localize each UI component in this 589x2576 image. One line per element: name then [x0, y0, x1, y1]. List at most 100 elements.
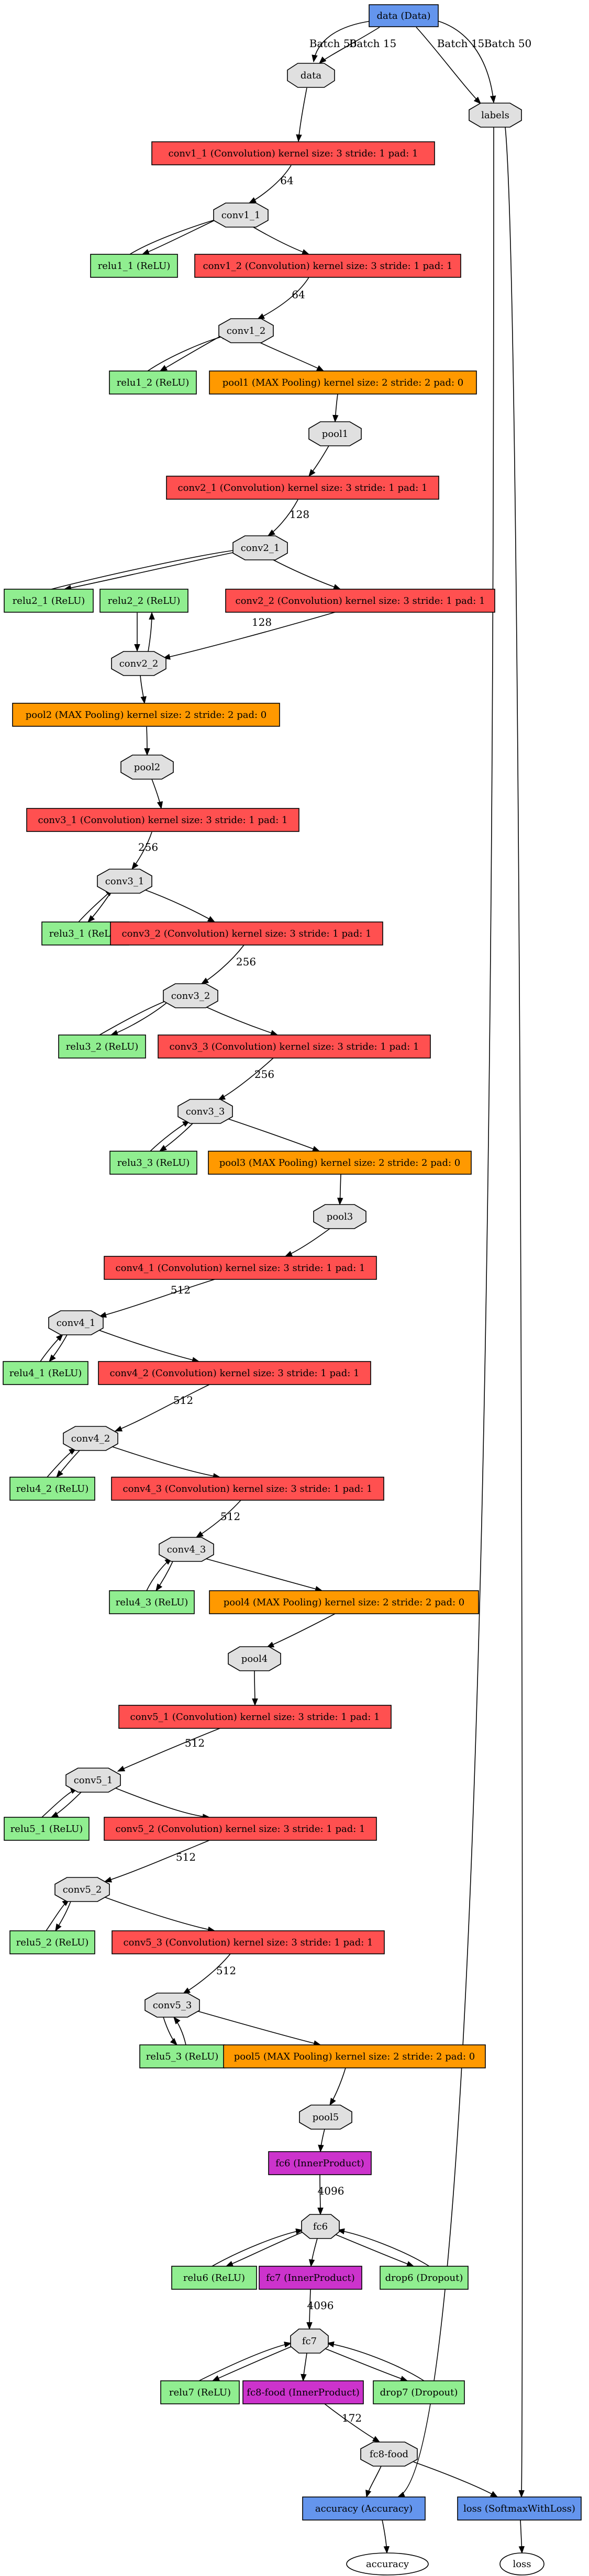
node-conv4-2-l: conv4_2 (Convolution) kernel size: 3 str…	[98, 1361, 371, 1385]
node-pool2: pool2	[120, 755, 174, 780]
node-label: conv3_2	[171, 991, 210, 1002]
edge-relu6-to-fc6	[212, 2228, 304, 2267]
pooling-node-shape	[208, 1151, 472, 1175]
edge-relu3_3-to-conv3_3	[150, 1120, 191, 1152]
edge-relu5_2-to-conv5_2	[46, 1899, 70, 1931]
relu-node-shape	[109, 370, 197, 395]
node-relu3-3: relu3_3 (ReLU)	[109, 1151, 197, 1175]
node-relu1-2: relu1_2 (ReLU)	[109, 370, 197, 395]
accuracy-node-shape	[302, 2496, 426, 2521]
node-label: pool5	[313, 2112, 339, 2123]
blob-node-shape	[163, 983, 218, 1008]
edge-fc8-to-accuracy_l	[365, 2466, 382, 2498]
node-label: conv3_1 (Convolution) kernel size: 3 str…	[38, 815, 287, 826]
edge-conv4_2_l-to-conv4_2	[114, 1384, 210, 1432]
edge-pool5_l-to-pool5	[329, 2067, 346, 2106]
output-blob-node-shape	[346, 2552, 429, 2575]
node-label: conv5_3	[153, 2000, 192, 2011]
node-relu4-3: relu4_3 (ReLU)	[109, 1590, 195, 1614]
node-drop7: drop7 (Dropout)	[373, 2380, 465, 2404]
node-conv1-1-l: conv1_1 (Convolution) kernel size: 3 str…	[151, 141, 435, 165]
node-label: pool1	[322, 429, 348, 440]
blob-node-shape	[65, 1768, 121, 1793]
edge-data_layer-to-data	[318, 27, 380, 64]
edge-relu4_2-to-conv4_2	[47, 1448, 77, 1478]
node-label: relu7 (ReLU)	[169, 2387, 231, 2398]
node-conv1-2: conv1_2	[218, 318, 274, 343]
node-label: relu5_3 (ReLU)	[146, 2051, 219, 2062]
node-label: pool2 (MAX Pooling) kernel size: 2 strid…	[26, 710, 267, 721]
edge-fc7-to-fc8_l	[301, 2353, 307, 2382]
edge-pool1_l-to-pool1	[332, 393, 339, 423]
edge-conv1_2-to-pool1_l	[259, 342, 325, 372]
node-conv2-1: conv2_1	[232, 535, 288, 560]
edge-relu3_2-to-conv3_2	[99, 997, 174, 1036]
pooling-node-shape	[12, 703, 280, 727]
relu-node-shape	[139, 2044, 225, 2068]
node-relu4-1: relu4_1 (ReLU)	[3, 1361, 88, 1385]
loss-node-shape	[457, 2496, 582, 2521]
node-label: relu4_2 (ReLU)	[16, 1483, 89, 1494]
convolution-node-shape	[104, 1256, 377, 1280]
edge-conv4_3-to-pool4_l	[204, 1558, 323, 1592]
edge-label: 512	[185, 1737, 205, 1749]
blob-node-shape	[313, 1204, 366, 1229]
node-label: data	[301, 70, 321, 81]
convolution-node-shape	[166, 476, 439, 500]
node-label: pool2	[134, 762, 160, 773]
edge-conv4_1-to-conv4_2_l	[93, 1328, 200, 1363]
edge-fc6-to-relu6	[225, 2231, 304, 2267]
node-pool3: pool3	[313, 1204, 366, 1229]
edge-conv4_3-to-relu4_3	[155, 1561, 173, 1592]
node-label: conv1_1	[221, 210, 261, 221]
edge-pool2-to-conv3_1_l	[151, 779, 163, 809]
node-label: conv3_1	[105, 876, 145, 887]
edge-conv3_3_l-to-conv3_3	[217, 1058, 274, 1100]
edge-conv3_2-to-conv3_3_l	[206, 1007, 279, 1036]
edge-label: 256	[236, 955, 256, 968]
relu-node-shape	[90, 254, 178, 278]
convolution-node-shape	[98, 1361, 371, 1385]
node-conv3-2: conv3_2	[163, 983, 218, 1008]
node-pool3-l: pool3 (MAX Pooling) kernel size: 2 strid…	[208, 1151, 472, 1175]
node-relu5-2: relu5_2 (ReLU)	[9, 1930, 95, 1954]
edge-label: 4096	[318, 2185, 344, 2197]
node-label: relu1_1 (ReLU)	[98, 261, 171, 272]
edge-conv2_2_l-to-conv2_2	[162, 612, 336, 660]
edge-pool4_l-to-pool4	[266, 1613, 336, 1648]
node-relu6: relu6 (ReLU)	[171, 2266, 257, 2290]
edge-data_layer-to-data	[312, 20, 372, 63]
edge-fc7-to-drop7	[324, 2348, 408, 2382]
node-label: pool4 (MAX Pooling) kernel size: 2 strid…	[224, 1597, 465, 1608]
node-label: data (Data)	[376, 10, 430, 21]
node-label: conv4_2	[71, 1433, 110, 1444]
edge-conv3_3-to-relu3_3	[159, 1123, 193, 1152]
node-conv1-2-l: conv1_2 (Convolution) kernel size: 3 str…	[194, 254, 461, 278]
edge-label: Batch 15	[437, 37, 485, 50]
edge-relu7-to-fc7	[198, 2342, 292, 2381]
edge-relu1_1-to-conv1_1	[129, 216, 224, 255]
node-conv4-1-l: conv4_1 (Convolution) kernel size: 3 str…	[104, 1256, 377, 1280]
blob-node-shape	[290, 2328, 329, 2354]
relu-node-shape	[9, 1930, 95, 1954]
edge-relu3_1-to-conv3_1	[78, 889, 114, 923]
edge-label: 512	[176, 1851, 196, 1863]
inner-product-node-shape	[259, 2266, 362, 2290]
node-label: conv5_1 (Convolution) kernel size: 3 str…	[130, 1712, 380, 1723]
edge-conv1_1-to-relu1_1	[141, 219, 216, 255]
node-label: relu5_1 (ReLU)	[10, 1824, 83, 1835]
blob-node-shape	[299, 2105, 352, 2130]
node-conv2-1-l: conv2_1 (Convolution) kernel size: 3 str…	[166, 476, 439, 500]
node-label: conv1_1 (Convolution) kernel size: 3 str…	[168, 148, 418, 159]
edge-conv5_2_l-to-conv5_2	[104, 1840, 210, 1883]
convolution-node-shape	[26, 808, 299, 832]
convolution-node-shape	[225, 589, 495, 613]
dropout-node-shape	[380, 2266, 469, 2290]
edge-label: 256	[138, 841, 158, 853]
node-label: pool5 (MAX Pooling) kernel size: 2 strid…	[234, 2051, 475, 2062]
node-pool4-l: pool4 (MAX Pooling) kernel size: 2 strid…	[209, 1590, 479, 1614]
node-data-layer: data (Data)	[369, 4, 439, 27]
edge-pool3-to-conv4_1_l	[284, 1228, 330, 1257]
